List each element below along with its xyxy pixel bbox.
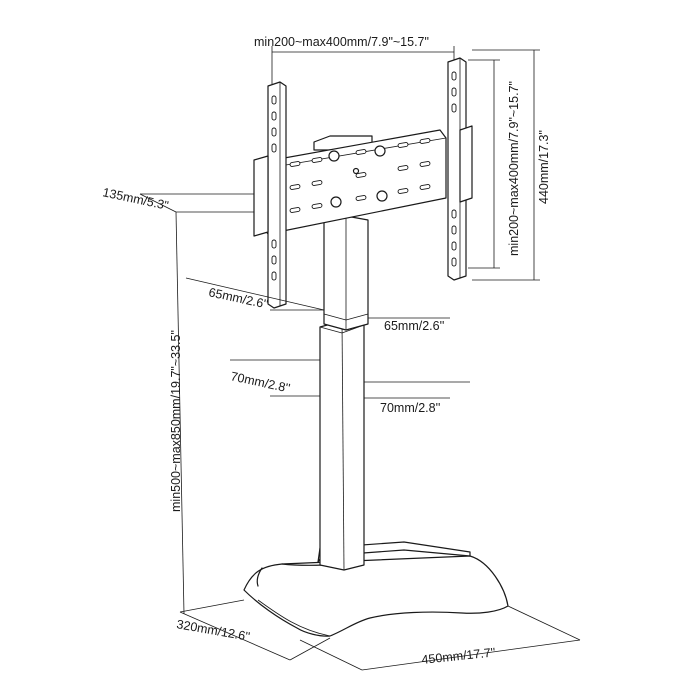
bolts — [328, 145, 388, 208]
base-side-edge — [257, 599, 331, 637]
label-upper-pole-left: 65mm/2.6'' — [207, 285, 269, 311]
label-base-width: 450mm/17.7'' — [421, 645, 496, 667]
label-bracket-depth: 135mm/5.3" — [101, 185, 169, 213]
left-arm — [267, 81, 287, 309]
label-bracket-height: 440mm/17.3" — [537, 130, 551, 204]
label-lower-pole-right: 70mm/2.8'' — [380, 401, 440, 415]
label-total-height: min500~max850mm/19.7"~33.5" — [169, 330, 183, 512]
label-base-depth: 320mm/12.6'' — [175, 617, 251, 644]
arm-holes — [271, 71, 457, 281]
label-lower-pole-left: 70mm/2.8'' — [229, 369, 291, 395]
label-upper-pole-right: 65mm/2.6'' — [384, 319, 444, 333]
base-body — [243, 555, 509, 637]
base — [243, 541, 509, 637]
mount-bracket — [253, 57, 473, 309]
upper-pole — [323, 215, 369, 331]
lower-pole — [319, 320, 365, 571]
dimension-lines — [139, 46, 581, 671]
label-vesa-horizontal: min200~max400mm/7.9"~15.7" — [254, 35, 429, 49]
label-vesa-vertical: min200~max400mm/7.9"~15.7" — [507, 81, 521, 256]
plate-slots — [289, 138, 431, 213]
